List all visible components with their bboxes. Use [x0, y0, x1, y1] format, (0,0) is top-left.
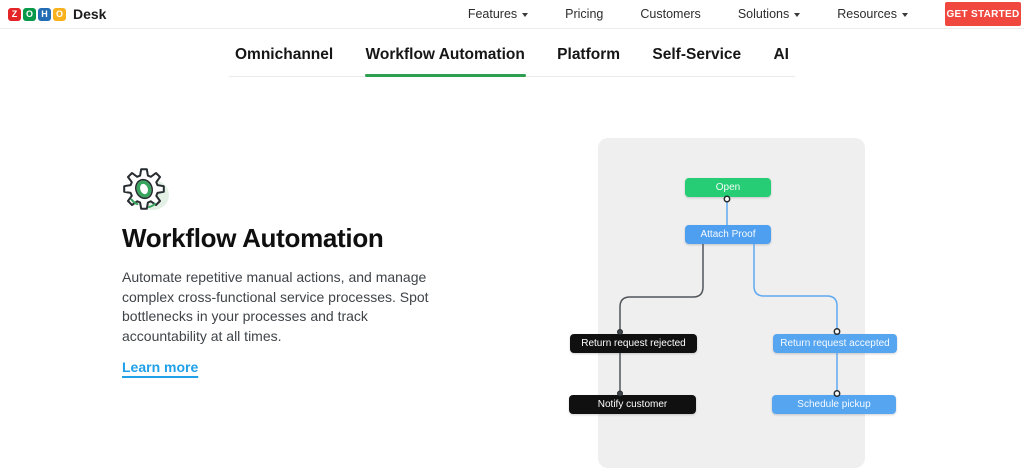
learn-more-link[interactable]: Learn more — [122, 359, 199, 375]
tab-omnichannel[interactable]: Omnichannel — [235, 46, 334, 63]
tab-ai[interactable]: AI — [773, 46, 789, 63]
active-tab-underline — [364, 74, 526, 77]
tab-platform[interactable]: Platform — [557, 46, 621, 63]
zoho-desk-logo[interactable]: Z O H O Desk — [8, 6, 106, 22]
flow-node-notify-customer: Notify customer — [569, 395, 696, 414]
nav-item-label: Features — [467, 7, 518, 21]
nav-item-solutions[interactable]: Solutions — [737, 7, 801, 21]
gear-icon — [123, 168, 169, 210]
nav-item-label: Resources — [837, 7, 897, 21]
logo-tile-h: H — [38, 7, 51, 21]
nav-item-pricing[interactable]: Pricing — [565, 7, 603, 21]
nav-item-features[interactable]: Features — [467, 7, 529, 21]
description-line: Automate repetitive manual actions, and … — [122, 269, 427, 285]
feature-description: Automate repetitive manual actions, and … — [122, 268, 482, 346]
nav-item-label: Customers — [640, 7, 701, 21]
page-title: Workflow Automation — [122, 223, 384, 253]
chevron-down-icon — [794, 13, 801, 17]
top-navbar: Z O H O Desk Features Pricing Customers … — [0, 0, 1024, 29]
flow-node-return-request-rejected: Return request rejected — [570, 334, 697, 353]
top-nav-links: Features Pricing Customers Solutions Res… — [468, 2, 1021, 26]
workflow-intro-section: Workflow Automation Automate repetitive … — [122, 164, 482, 377]
chevron-down-icon — [522, 13, 529, 17]
nav-item-customers[interactable]: Customers — [640, 7, 700, 21]
feature-tabs-bar: Omnichannel Workflow Automation Platform… — [0, 29, 1024, 77]
chevron-down-icon — [902, 13, 908, 17]
product-name: Desk — [73, 6, 107, 22]
tab-workflow-automation[interactable]: Workflow Automation — [364, 46, 526, 77]
description-line: accountability at all times. — [122, 327, 282, 344]
logo-tile-o2: O — [53, 7, 66, 21]
logo-tile-o1: O — [23, 7, 36, 21]
flow-node-attach-proof: Attach Proof — [685, 225, 771, 244]
tab-self-service[interactable]: Self-Service — [652, 46, 742, 63]
nav-item-label: Solutions — [737, 7, 790, 21]
logo-tile-z: Z — [8, 7, 21, 21]
flow-node-return-request-accepted: Return request accepted — [773, 334, 897, 353]
flow-node-schedule-pickup: Schedule pickup — [772, 395, 896, 414]
feature-tabs-row: Omnichannel Workflow Automation Platform… — [229, 46, 795, 77]
nav-item-label: Pricing — [565, 7, 604, 21]
flow-node-open: Open — [685, 178, 771, 197]
tab-label: Workflow Automation — [365, 46, 525, 63]
nav-item-resources[interactable]: Resources — [837, 7, 908, 21]
description-line: bottlenecks in your processes and track — [122, 308, 368, 324]
description-line: complex cross-functional service process… — [122, 288, 429, 305]
get-started-button[interactable]: GET STARTED — [945, 2, 1021, 26]
zoho-logo: Z O H O — [8, 7, 66, 21]
